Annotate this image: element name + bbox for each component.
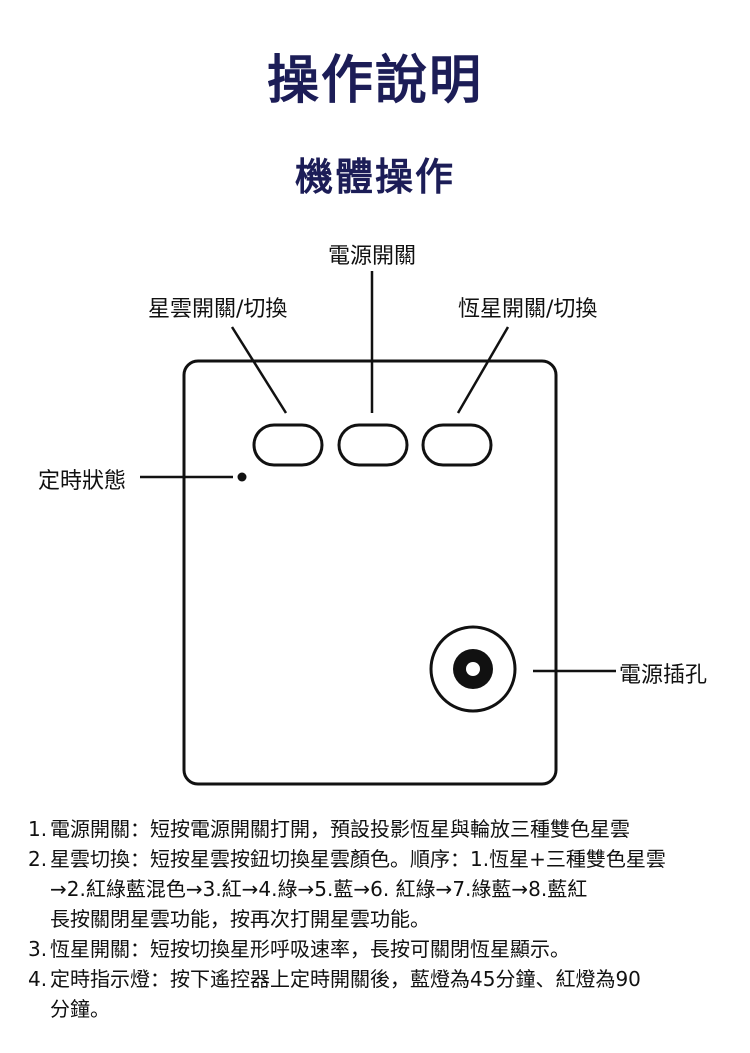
section-title: 機體操作 bbox=[294, 155, 455, 199]
timer-indicator-dot bbox=[237, 472, 247, 482]
instruction-line: 定時指示燈：按下遙控器上定時開關後，藍燈為45分鐘、紅燈為90 bbox=[50, 967, 641, 991]
instruction-line: 電源開關：短按電源開關打開，預設投影恆星與輪放三種雙色星雲 bbox=[50, 817, 630, 841]
power-button bbox=[337, 423, 409, 467]
instruction-list: 1. 電源開關：短按電源開關打開，預設投影恆星與輪放三種雙色星雲 2. 星雲切換… bbox=[28, 814, 740, 1024]
instruction-number: 4. bbox=[28, 967, 48, 991]
instruction-number: 1. bbox=[28, 817, 48, 841]
device-body bbox=[182, 359, 558, 786]
power-jack-outer-ring bbox=[429, 625, 517, 713]
label-nebula-switch: 星雲開關/切換 bbox=[148, 297, 288, 322]
nebula-leader-line bbox=[230, 326, 288, 414]
instruction-item: 4. 定時指示燈：按下遙控器上定時開關後，藍燈為45分鐘、紅燈為90 分鐘。 bbox=[28, 964, 740, 1024]
star-button bbox=[421, 423, 493, 467]
instruction-item: 1. 電源開關：短按電源開關打開，預設投影恆星與輪放三種雙色星雲 bbox=[28, 814, 740, 844]
instruction-line: 長按關閉星雲功能，按再次打開星雲功能。 bbox=[50, 907, 430, 931]
page-title: 操作說明 bbox=[266, 51, 483, 111]
instruction-number: 3. bbox=[28, 937, 48, 961]
label-timer-status: 定時狀態 bbox=[38, 469, 127, 494]
instruction-number: 2. bbox=[28, 847, 48, 871]
instruction-item: 3. 恆星開關：短按切換星形呼吸速率，長按可關閉恆星顯示。 bbox=[28, 934, 740, 964]
label-power-jack: 電源插孔 bbox=[619, 663, 708, 688]
instruction-item: 2. 星雲切換：短按星雲按鈕切換星雲顏色。順序：1.恆星+三種雙色星雲 →2.紅… bbox=[28, 844, 740, 934]
label-star-switch: 恆星開關/切換 bbox=[458, 297, 598, 322]
device-diagram bbox=[140, 271, 616, 786]
power-jack-pin bbox=[466, 662, 480, 676]
label-power-switch: 電源開關 bbox=[328, 244, 417, 269]
instruction-line: →2.紅綠藍混色→3.紅→4.綠→5.藍→6. 紅綠→7.綠藍→8.藍紅 bbox=[50, 877, 588, 901]
instruction-line: 恆星開關：短按切換星形呼吸速率，長按可關閉恆星顯示。 bbox=[50, 937, 570, 961]
instruction-line: 星雲切換：短按星雲按鈕切換星雲顏色。順序：1.恆星+三種雙色星雲 bbox=[50, 847, 666, 871]
star-leader-line bbox=[456, 326, 510, 414]
nebula-button bbox=[252, 423, 324, 467]
instruction-line: 分鐘。 bbox=[50, 997, 110, 1021]
